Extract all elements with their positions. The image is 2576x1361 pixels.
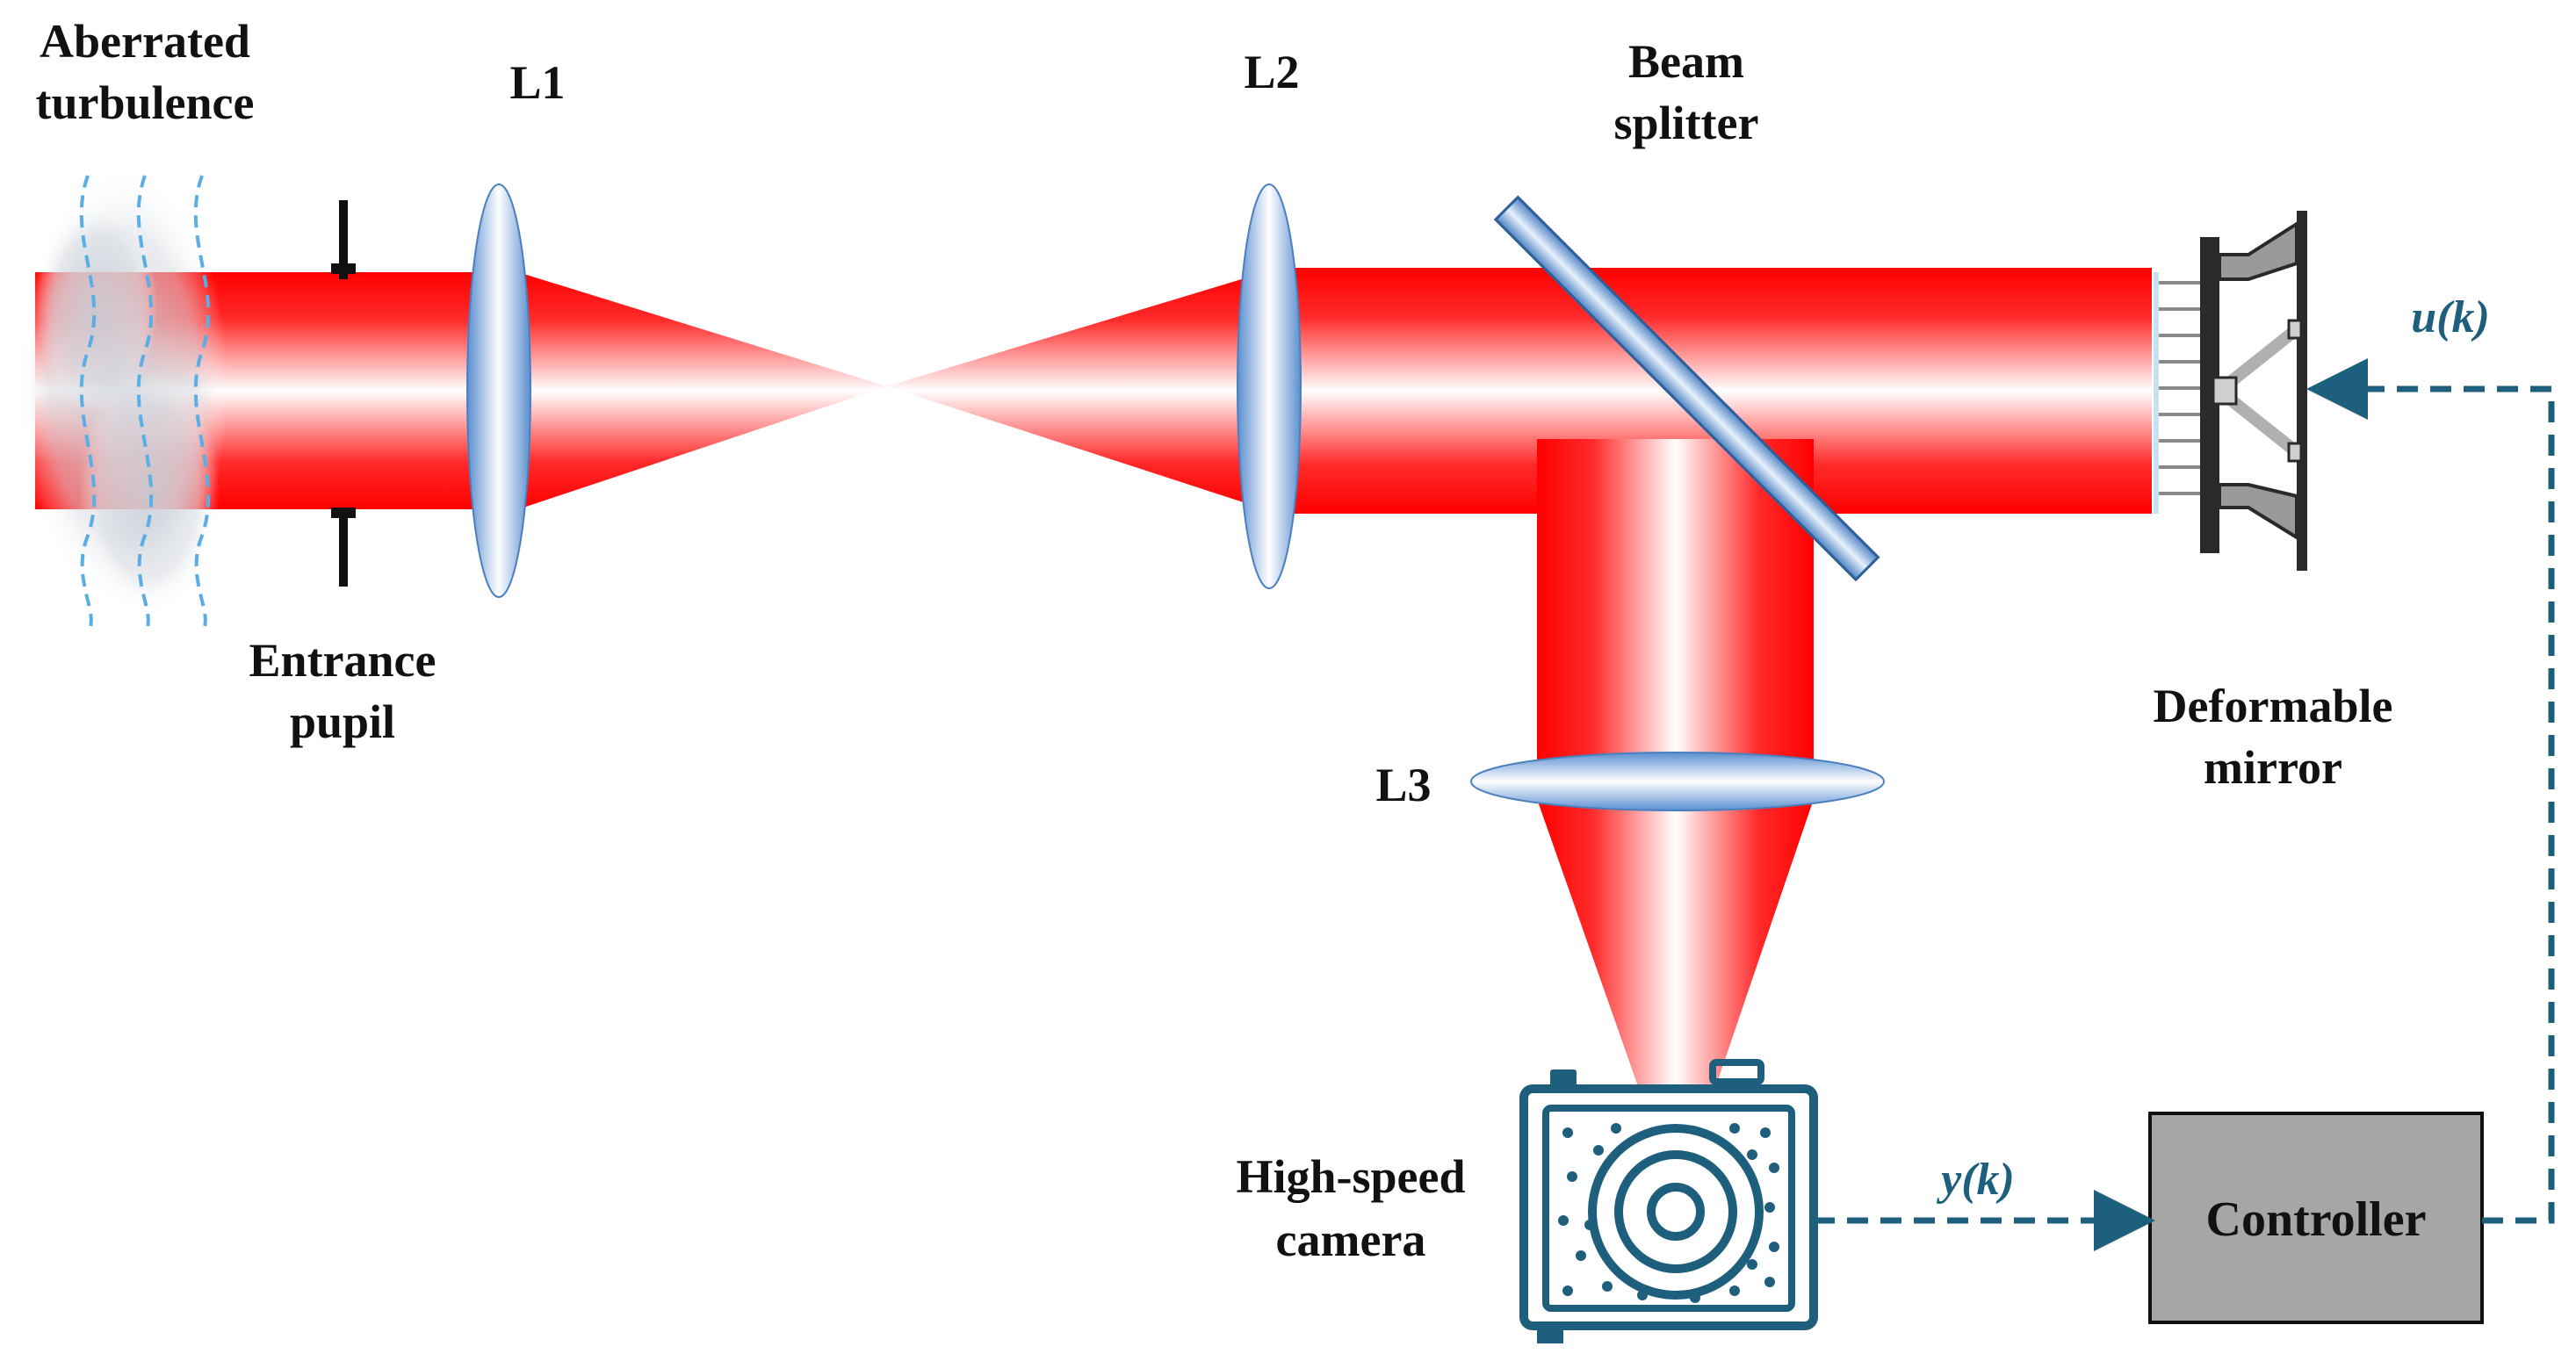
diverging-beam (887, 272, 1265, 509)
camera-label-line2: camera (1276, 1213, 1426, 1266)
lens-l3-label: L3 (1375, 759, 1431, 811)
reflected-beam (1537, 439, 1814, 773)
wavefront-line-3 (193, 175, 211, 634)
controller-label: Controller (2206, 1192, 2427, 1247)
turbulence-label-line2: turbulence (36, 76, 255, 129)
splitter-label-line2: splitter (1614, 97, 1759, 149)
lens-l2-label: L2 (1244, 46, 1299, 98)
turbulence-label-line1: Aberrated (40, 15, 250, 68)
signal-u-label: u(k) (2411, 292, 2490, 342)
lens-l1-label: L1 (509, 56, 565, 109)
signal-paths (1814, 358, 2555, 1251)
wavefront-line-2 (136, 175, 154, 634)
lens-l3 (1470, 752, 1885, 811)
camera-icon (1519, 1059, 1818, 1343)
converging-beam (518, 272, 887, 509)
focusing-beam (1537, 799, 1814, 1199)
pupil-label-line2: pupil (290, 695, 395, 748)
entrance-pupil (331, 200, 356, 587)
controller-box (2148, 1112, 2484, 1324)
splitter-label-line1: Beam (1628, 35, 1744, 88)
signal-y-label: y(k) (1936, 1155, 2015, 1205)
u-signal-line (2306, 358, 2555, 1224)
deformable-mirror (2154, 211, 2307, 571)
pupil-label-line1: Entrance (249, 634, 437, 687)
camera-label-line1: High-speed (1236, 1150, 1465, 1203)
wavefront-line-1 (79, 175, 97, 634)
lens-l1 (466, 184, 531, 598)
beam-splitter (1493, 195, 1880, 582)
mirror-label-line2: mirror (2204, 741, 2342, 794)
turbulence-fog (18, 167, 228, 634)
mirror-label-line1: Deformable (2154, 680, 2393, 732)
lens-l2 (1237, 184, 1302, 589)
